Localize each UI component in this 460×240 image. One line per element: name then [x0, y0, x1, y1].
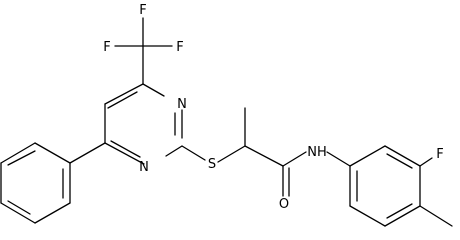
bond-phenyl-2 — [34, 202, 71, 224]
bond-phenyl-6 — [34, 142, 71, 164]
bond-s-ch — [217, 145, 246, 163]
bond-aryl-f — [419, 157, 433, 167]
bond-aryl-1 — [349, 145, 386, 167]
bond-ring-n1-c6 — [104, 142, 145, 165]
bond-phenyl-inner-b — [7, 200, 31, 215]
bond-phenyl-3 — [0, 202, 36, 224]
atom-nh: NH — [307, 145, 327, 160]
bond-ring-n1-c6-inner — [110, 140, 141, 158]
bond-aryl-4 — [384, 205, 421, 227]
bond-ring-c4-c5-inner — [107, 91, 138, 109]
atom-s: S — [208, 157, 216, 172]
bond-c2-s — [181, 145, 206, 161]
bond-aryl-inner-b — [386, 203, 413, 219]
atom-f-top: F — [139, 3, 146, 18]
atom-f-left: F — [103, 40, 110, 55]
bond-aryl-2 — [384, 145, 421, 167]
bond-aryl-methyl — [419, 205, 453, 227]
trifluoromethyl-group — [114, 17, 173, 85]
pyrimidine-ring — [104, 83, 183, 165]
atom-f-aryl: F — [436, 147, 443, 162]
chemical-structure-diagram: F F F N N S NH O F — [0, 3, 453, 227]
atom-n-lower: N — [139, 160, 149, 175]
fluoro-methylphenyl-ring — [349, 145, 453, 227]
bond-aryl-inner-a — [386, 153, 413, 169]
bond-n-aryl — [326, 151, 351, 167]
bond-ring-c4-n3 — [142, 83, 165, 97]
bond-phenyl-5 — [0, 142, 36, 164]
bond-phenyl-link — [69, 142, 106, 164]
bond-ch-carbonyl — [244, 145, 284, 167]
bond-aryl-5 — [349, 205, 386, 227]
bond-ring-c4-c5 — [104, 83, 144, 105]
atom-o: O — [279, 197, 289, 212]
atom-f-right: F — [176, 40, 183, 55]
propanamide-chain — [181, 107, 351, 197]
phenyl-ring — [0, 142, 106, 224]
bond-phenyl-inner-c — [7, 150, 36, 166]
atom-n-upper: N — [177, 97, 187, 112]
bond-carbonyl-n — [282, 151, 307, 167]
bond-ring-c2-n1 — [165, 145, 183, 157]
